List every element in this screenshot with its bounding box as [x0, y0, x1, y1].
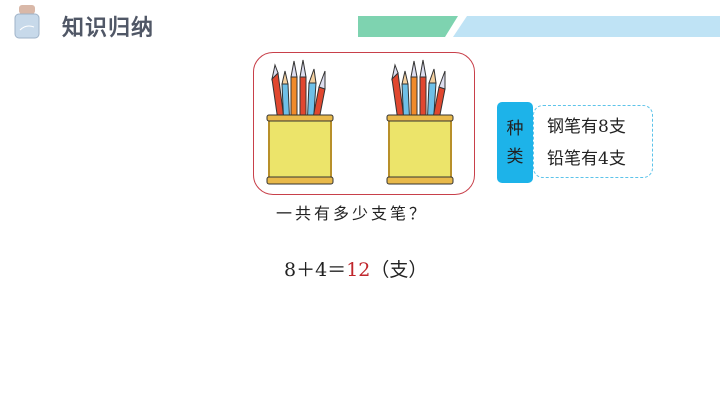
pen-cup-image	[386, 59, 454, 185]
category-label-char: 类	[506, 146, 524, 167]
equation-result: 12	[346, 259, 371, 281]
equation-expression: 8＋4＝	[284, 259, 347, 281]
category-item-pencils: 铅笔有4支	[547, 149, 626, 169]
category-label: 种 类	[497, 102, 533, 183]
page-title: 知识归纳	[62, 16, 155, 41]
pen-cup-image	[266, 59, 334, 185]
category-item-pens: 钢笔有8支	[547, 117, 626, 137]
equation: 8＋4＝12（支）	[284, 255, 427, 282]
question-text: 一共有多少支笔？	[276, 204, 429, 223]
header-decoration-bars	[358, 16, 720, 37]
category-label-char: 种	[506, 118, 524, 139]
equation-unit: （支）	[370, 259, 428, 281]
category-list: 钢笔有8支 铅笔有4支	[533, 105, 653, 178]
pens-picture-frame	[253, 52, 475, 195]
ink-bottle-icon	[14, 5, 40, 39]
